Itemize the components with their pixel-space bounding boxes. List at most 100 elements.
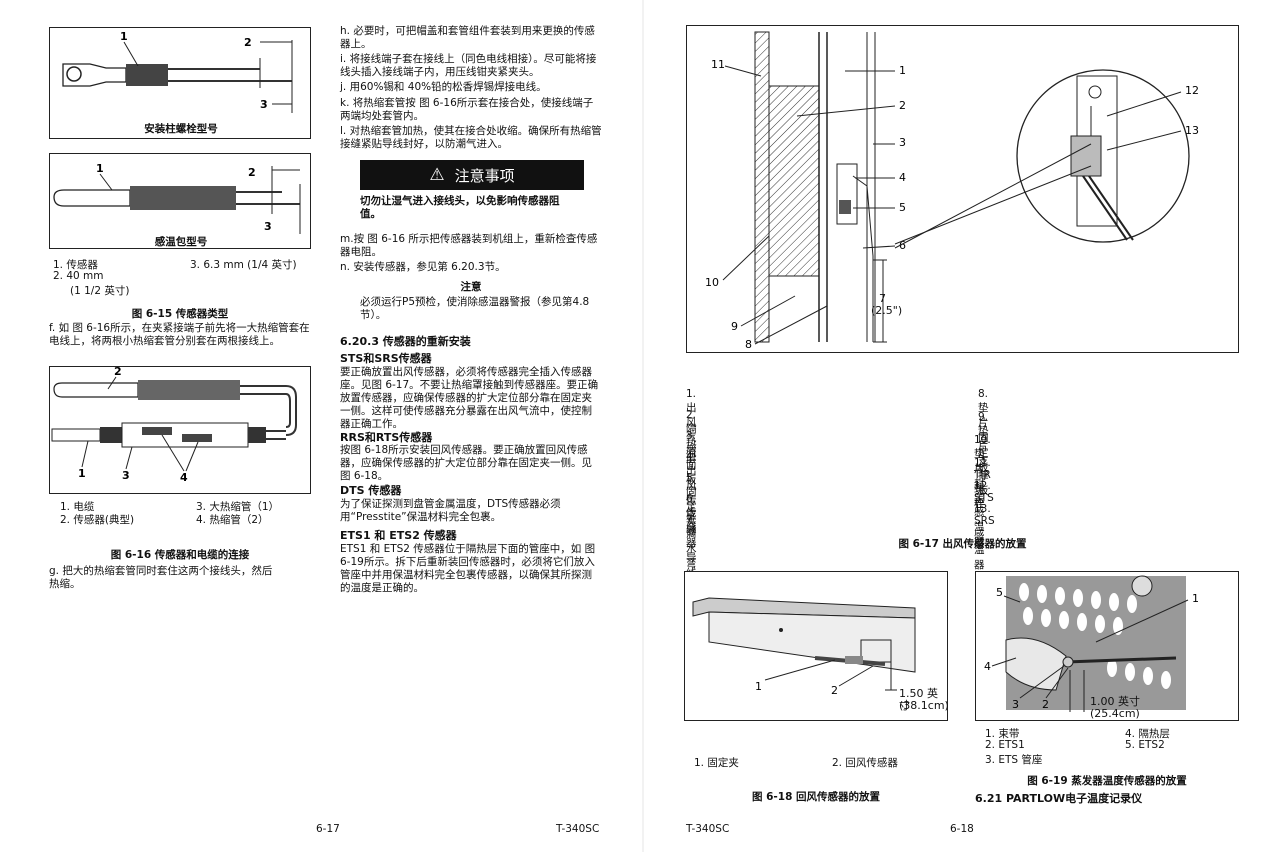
figure-cable-connection: 2 1 3 4 [49, 365, 311, 494]
fig15-legend-item-2b: (1 1/2 英寸) [70, 285, 130, 297]
supply-sensor-drawing: 11 1 2 3 4 5 6 10 9 8 12 13 [705, 31, 1199, 351]
svg-text:12: 12 [1185, 84, 1199, 97]
evaporator-sensor-drawing: 5 1 4 3 2 [984, 575, 1199, 712]
fig16-title: 图 6-16 传感器和电缆的连接 [110, 549, 250, 561]
svg-text:5: 5 [996, 586, 1003, 599]
svg-text:11: 11 [711, 58, 725, 71]
fig16-legend-item-3: 3. 大热缩管（1） [196, 501, 280, 513]
note-title: 注意 [460, 281, 482, 293]
step-m: m.按 图 6-16 所示把传感器装到机组上，重新检查传感器电阻。 [340, 233, 598, 258]
fig17-legend-item: 3. 后面板 [686, 430, 697, 486]
step-i: i. 将接线端子套在接线上（同色电线相接）。尽可能将接线头插入接线端子内，用压线… [340, 53, 597, 78]
section-6-21-title: 6.21 PARTLOW电子温度记录仪 [975, 792, 1143, 805]
figure-supply-sensor: 11 1 2 3 4 5 6 10 9 8 12 13 7 (2.5") [686, 25, 1239, 353]
fig17-legend-item: 1. 出风气流 [686, 388, 697, 459]
fig17-dim-inches: (2.5") [871, 304, 903, 317]
step-h: h. 必要时，可把帽盖和套管组件套装到用来更换的传感器上。 [340, 25, 595, 50]
step-k: k. 将热缩套管按 图 6-16所示套在接合处，使接线端子两端均处套管内。 [340, 97, 594, 122]
doc-id-left: T-340SC [556, 823, 600, 835]
fig19-dim-value: 1.00 英寸 [1090, 695, 1140, 708]
fig16-legend-item-2: 2. 传感器(典型) [60, 514, 135, 526]
sts-srs-text: 要正确放置出风传感器，必须将传感器完全插入传感器座。见图 6-17。不要让热缩罩… [340, 366, 599, 430]
fig19-legend-item-4: 4. 隔热层 [1125, 728, 1170, 740]
figure-bulb-caption: 感温包型号 [154, 236, 208, 248]
svg-text:1: 1 [96, 162, 104, 175]
svg-text:3: 3 [260, 98, 268, 111]
fig18-legend-item-2: 2. 回风传感器 [832, 757, 898, 769]
fig15-legend-item-1: 1. 传感器 [53, 259, 98, 271]
fig17-legend-item: 10. 垫片封盖 [974, 434, 991, 505]
fig17-legend-item: 8. 垫片固定板 [978, 388, 989, 474]
svg-text:2: 2 [114, 367, 122, 378]
svg-text:2: 2 [248, 166, 256, 179]
fig19-legend-item-5: 5. ETS2 [1125, 739, 1165, 751]
step-n: n. 安装传感器，参见第 6.20.3节。 [340, 261, 506, 273]
svg-text:1: 1 [1192, 592, 1199, 605]
svg-text:3: 3 [1012, 698, 1019, 711]
svg-text:2: 2 [1042, 698, 1049, 711]
return-sensor-drawing: 1 2 [692, 597, 916, 697]
fig15-title: 图 6-15 传感器类型 [131, 308, 229, 320]
dts-heading: DTS 传感器 [340, 484, 402, 497]
fig18-title: 图 6-18 回风传感器的放置 [751, 791, 881, 803]
sts-srs-heading: STS和SRS传感器 [340, 352, 432, 365]
svg-text:4: 4 [899, 171, 906, 184]
fig17-legend-item: 2. 隔热层 [686, 409, 697, 465]
section-6-20-3-title: 6.20.3 传感器的重新安装 [340, 335, 471, 348]
figure-evaporator-sensor: 5 1 4 3 2 1.00 英寸 (25.4cm) [975, 571, 1239, 721]
note-text: 必须运行P5预检，使消除感温器警报（参见第4.8节）。 [360, 296, 590, 321]
fig17-legend-item: 13. SRS 感温器 [974, 503, 995, 571]
fig17-legend-item: 4. 出风传感器 [686, 451, 697, 537]
page-number-left: 6-17 [316, 823, 340, 835]
caution-banner: ⚠ 注意事项 [360, 160, 584, 190]
dts-text: 为了保证探测到盘管金属温度，DTS传感器必须用“Presstite”保温材料完全… [340, 498, 561, 523]
page-gutter [642, 0, 644, 852]
fig19-legend-item-2: 2. ETS1 [985, 739, 1025, 751]
svg-text:8: 8 [745, 338, 752, 351]
svg-text:1: 1 [78, 467, 86, 480]
svg-text:4: 4 [984, 660, 991, 673]
figure-return-sensor: 1 2 1.50 英寸 (38.1cm) [684, 571, 949, 721]
ets-heading: ETS1 和 ETS2 传感器 [340, 529, 457, 542]
caution-text: 切勿让湿气进入接线头，以免影响传感器阻值。 [360, 195, 560, 220]
stud-sensor-drawing: 1 2 3 [62, 30, 293, 113]
svg-text:6: 6 [899, 239, 906, 252]
figure-bulb-type: 1 2 3 感温包型号 [49, 153, 311, 249]
svg-text:2: 2 [831, 684, 838, 697]
figure-stud-type: 1 2 3 安装柱螺栓型号 [49, 27, 311, 139]
rrs-rts-heading: RRS和RTS传感器 [340, 431, 433, 444]
svg-text:3: 3 [264, 220, 272, 233]
svg-text:3: 3 [122, 469, 130, 482]
fig15-legend-item-3: 3. 6.3 mm (1/4 英寸) [190, 259, 297, 271]
ets-text: ETS1 和 ETS2 传感器位于隔热层下面的管座中，如 图 6-19所示。拆下… [340, 543, 596, 594]
fig16-legend-item-1: 1. 电缆 [60, 501, 95, 513]
cable-connection-drawing: 2 1 3 4 [51, 365, 297, 484]
step-j: j. 用60%锡和 40%铅的松香焊锡焊接电线。 [340, 81, 547, 93]
page-number-right: 6-18 [950, 823, 974, 835]
svg-text:10: 10 [705, 276, 719, 289]
fig17-legend-item: 9. 垫片支撑板 [978, 411, 989, 497]
fig17-title: 图 6-17 出风传感器的放置 [898, 538, 1027, 550]
svg-text:1: 1 [899, 64, 906, 77]
svg-text:3: 3 [899, 136, 906, 149]
svg-text:2: 2 [899, 99, 906, 112]
fig18-dim-metric: (38.1cm) [899, 699, 949, 712]
svg-text:13: 13 [1185, 124, 1199, 137]
fig19-title: 图 6-19 蒸发器温度传感器的放置 [1027, 775, 1187, 787]
fig17-dim-value: 7 [879, 292, 886, 305]
rrs-rts-text: 按图 6-18所示安装回风传感器。要正确放置回风传感器，应确保传感器的扩大定位部… [340, 444, 592, 482]
fig18-dim-value: 1.50 英寸 [899, 687, 938, 712]
fig17-legend-item: 5. 固定夹 [686, 472, 697, 528]
warning-triangle-icon: ⚠ [429, 165, 445, 185]
doc-id-right: T-340SC [686, 823, 730, 835]
fig16-legend-item-4: 4. 热缩管（2） [196, 514, 269, 526]
svg-text:5: 5 [899, 201, 906, 214]
fig15-legend-item-2: 2. 40 mm [53, 270, 104, 282]
fig19-dim-metric: (25.4cm) [1090, 707, 1140, 720]
figure-stud-caption: 安装柱螺栓型号 [144, 123, 218, 135]
svg-text:4: 4 [180, 471, 188, 484]
svg-text:9: 9 [731, 320, 738, 333]
caution-title: 注意事项 [454, 166, 515, 185]
fig19-legend-item-3: 3. ETS 管座 [985, 754, 1043, 766]
svg-text:2: 2 [244, 36, 252, 49]
